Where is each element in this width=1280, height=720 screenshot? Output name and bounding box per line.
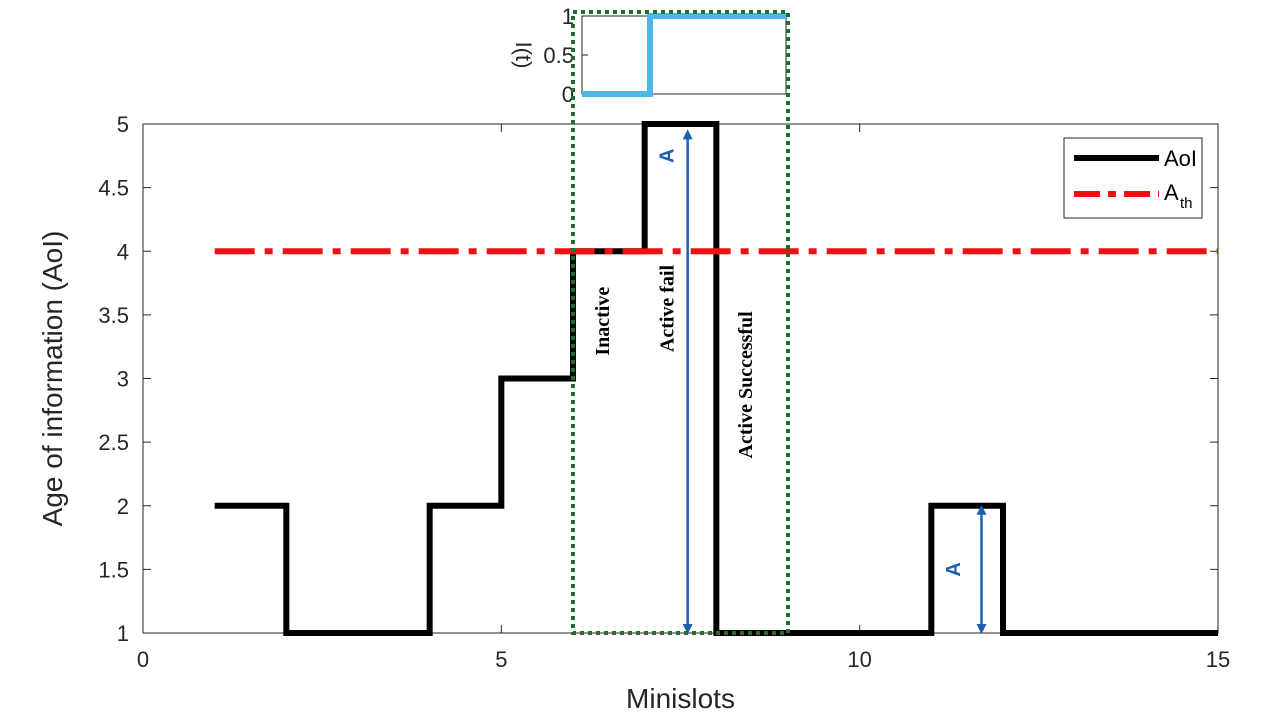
inset-axes-frame [581, 15, 787, 95]
inset-y-tick-label: 1 [562, 4, 574, 29]
y-tick-label: 1 [117, 621, 129, 646]
inset-plot-area: 0 0.5 1I(t) [511, 4, 787, 107]
inset-y-tick-label: 0.5 [543, 43, 574, 68]
arrow-label: A [943, 562, 965, 576]
y-tick-label: 3.5 [98, 303, 129, 328]
indicator-series-line [582, 13, 786, 97]
legend-label-threshold-subscript: th [1180, 195, 1193, 212]
y-tick-label: 5 [117, 112, 129, 137]
legend-box [1063, 137, 1203, 219]
x-axis-label: Minislots [626, 683, 735, 714]
highlight-box [571, 10, 790, 635]
legend-label-threshold: A [1164, 180, 1179, 205]
y-tick-label: 3 [117, 367, 129, 392]
x-tick-label: 0 [137, 647, 149, 672]
y-axis-label: Age of information (AoI) [37, 231, 68, 527]
y-tick-label: 2 [117, 494, 129, 519]
main-axes-frame [142, 123, 1219, 634]
y-tick-label: 4 [117, 239, 129, 264]
y-tick-label: 4.5 [98, 176, 129, 201]
inset-y-tick-label: 0 [562, 82, 574, 107]
state-annotation: Active Successful [735, 311, 757, 459]
y-tick-label: 1.5 [98, 557, 129, 582]
state-annotation: Inactive [592, 287, 614, 356]
legend-label-aoi: AoI [1164, 146, 1197, 171]
y-tick-label: 2.5 [98, 430, 129, 455]
arrow-label: A [656, 149, 678, 163]
x-tick-label: 10 [847, 647, 871, 672]
x-tick-label: 15 [1206, 647, 1230, 672]
state-annotation: Active fail [656, 264, 678, 352]
x-tick-label: 5 [495, 647, 507, 672]
inset-y-axis-label: I(t) [511, 42, 536, 69]
